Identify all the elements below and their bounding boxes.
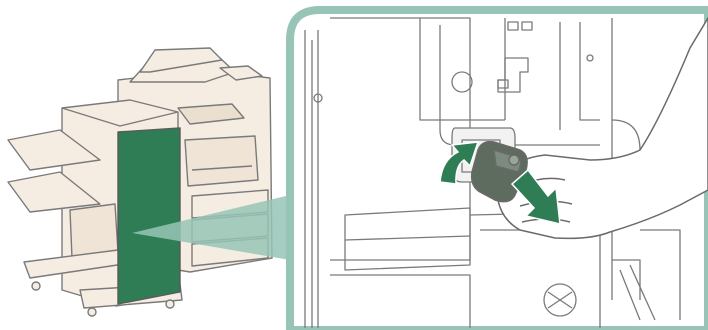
printer-overview bbox=[8, 48, 272, 316]
callout-zoom bbox=[290, 10, 708, 330]
front-cover-highlight bbox=[118, 128, 180, 304]
